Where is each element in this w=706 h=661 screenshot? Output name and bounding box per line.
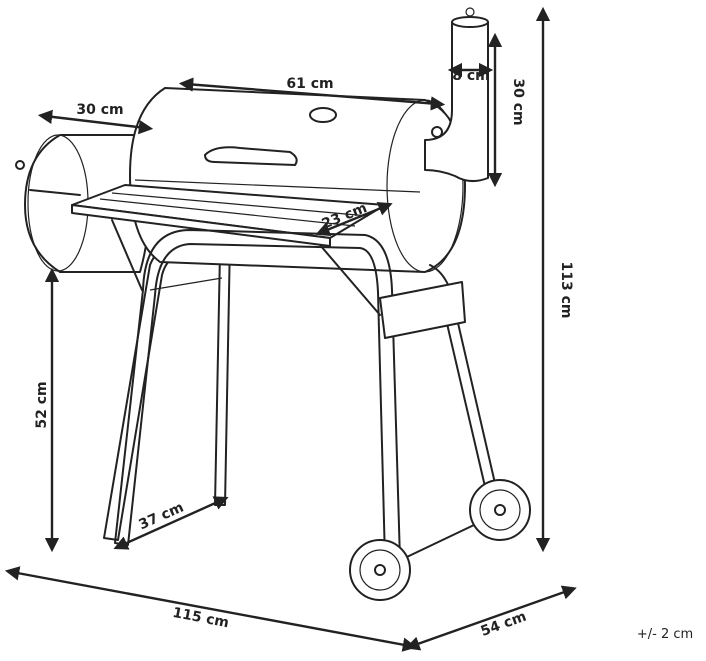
- main-chamber: [129, 87, 466, 273]
- label-firebox-width: 30 cm: [76, 102, 123, 118]
- grill-drawing: [15, 7, 531, 601]
- label-chimney-height: 30 cm: [510, 78, 526, 125]
- firebox-knob: [15, 160, 25, 170]
- cross-bracket: [379, 281, 466, 339]
- wheel-rear: [469, 479, 531, 541]
- thermometer: [309, 107, 337, 123]
- label-chamber-width: 61 cm: [286, 76, 333, 92]
- chimney: [424, 21, 489, 182]
- label-total-width: 115 cm: [171, 605, 230, 632]
- lid-handle: [204, 146, 298, 166]
- rear-leg: [103, 239, 231, 541]
- label-chimney-diameter: 8 cm: [452, 68, 490, 84]
- tolerance-note: +/- 2 cm: [637, 627, 693, 642]
- label-shelf-height: 52 cm: [34, 381, 50, 428]
- wheel-front: [349, 539, 411, 601]
- label-total-height: 113 cm: [558, 262, 574, 319]
- dimension-lines: [4, 6, 577, 652]
